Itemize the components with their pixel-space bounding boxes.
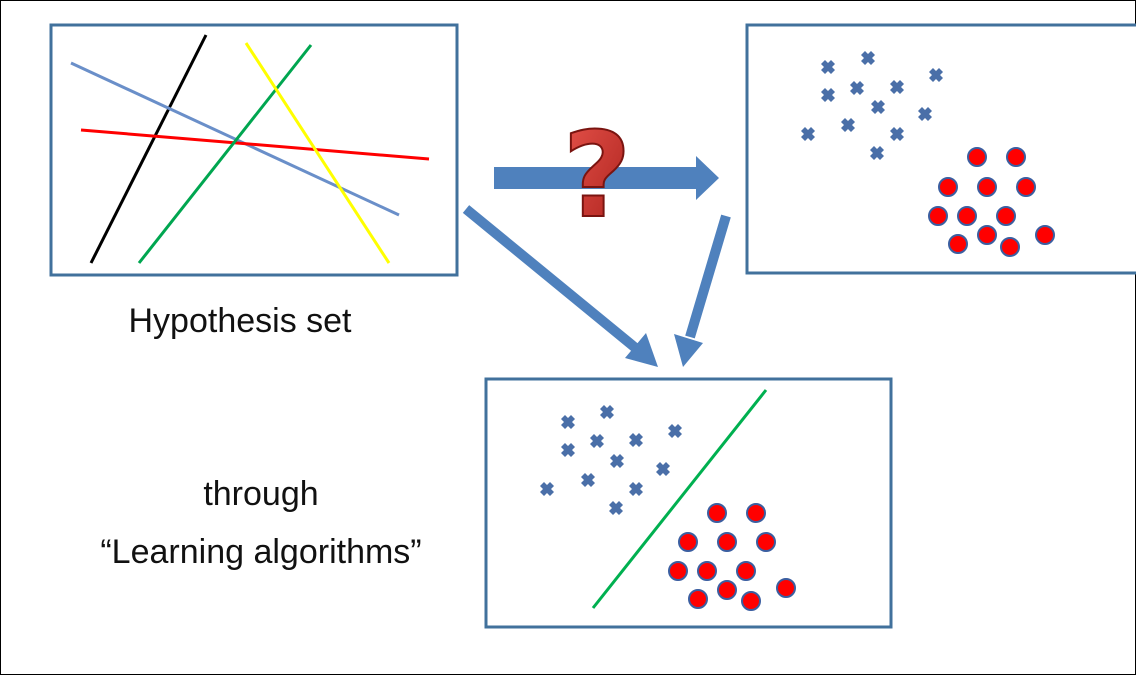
- dot-marker-icon: [756, 532, 776, 552]
- dot-marker-icon: [1000, 237, 1020, 257]
- dot-marker-icon: [717, 580, 737, 600]
- arrow-diagonal-right: [674, 214, 731, 367]
- result-dots: [668, 503, 796, 611]
- hypothesis-line-black: [89, 34, 208, 264]
- dot-marker-icon: [741, 591, 761, 611]
- hypothesis-line-red: [80, 128, 430, 161]
- hypothesis-panel: [49, 23, 459, 277]
- dot-marker-icon: [736, 561, 756, 581]
- dot-marker-icon: [1006, 147, 1026, 167]
- dot-marker-icon: [996, 206, 1016, 226]
- dot-marker-icon: [928, 206, 948, 226]
- dot-marker-icon: [746, 503, 766, 523]
- dot-marker-icon: [1016, 177, 1036, 197]
- dot-marker-icon: [957, 206, 977, 226]
- hypothesis-line-green: [137, 44, 313, 264]
- dot-marker-icon: [977, 225, 997, 245]
- question-mark-icon: ?: [563, 106, 631, 244]
- dot-marker-icon: [697, 561, 717, 581]
- through-caption: through: [203, 475, 319, 513]
- result-panel-frame: [484, 377, 893, 629]
- dot-marker-icon: [967, 147, 987, 167]
- dot-marker-icon: [678, 532, 698, 552]
- dot-marker-icon: [776, 578, 796, 598]
- dot-marker-icon: [707, 503, 727, 523]
- dot-marker-icon: [668, 561, 688, 581]
- dot-marker-icon: [688, 589, 708, 609]
- dot-marker-icon: [717, 532, 737, 552]
- arrow-diagonal-left: [462, 205, 658, 367]
- target-panel-frame: [745, 23, 1136, 275]
- arrows: [462, 156, 731, 367]
- hypothesis-line-yellow: [244, 42, 391, 264]
- dot-marker-icon: [1035, 225, 1055, 245]
- learning-algorithms-caption: “Learning algorithms”: [100, 533, 422, 571]
- dot-marker-icon: [948, 234, 968, 254]
- hypothesis-panel-frame: [49, 23, 459, 277]
- target-panel: [745, 23, 1136, 275]
- separator-line: [591, 389, 768, 609]
- target-dots: [928, 147, 1055, 257]
- dot-marker-icon: [938, 177, 958, 197]
- dot-marker-icon: [977, 177, 997, 197]
- hypothesis-set-caption: Hypothesis set: [128, 302, 352, 340]
- result-panel: [484, 377, 893, 629]
- arrow-right: [494, 156, 719, 200]
